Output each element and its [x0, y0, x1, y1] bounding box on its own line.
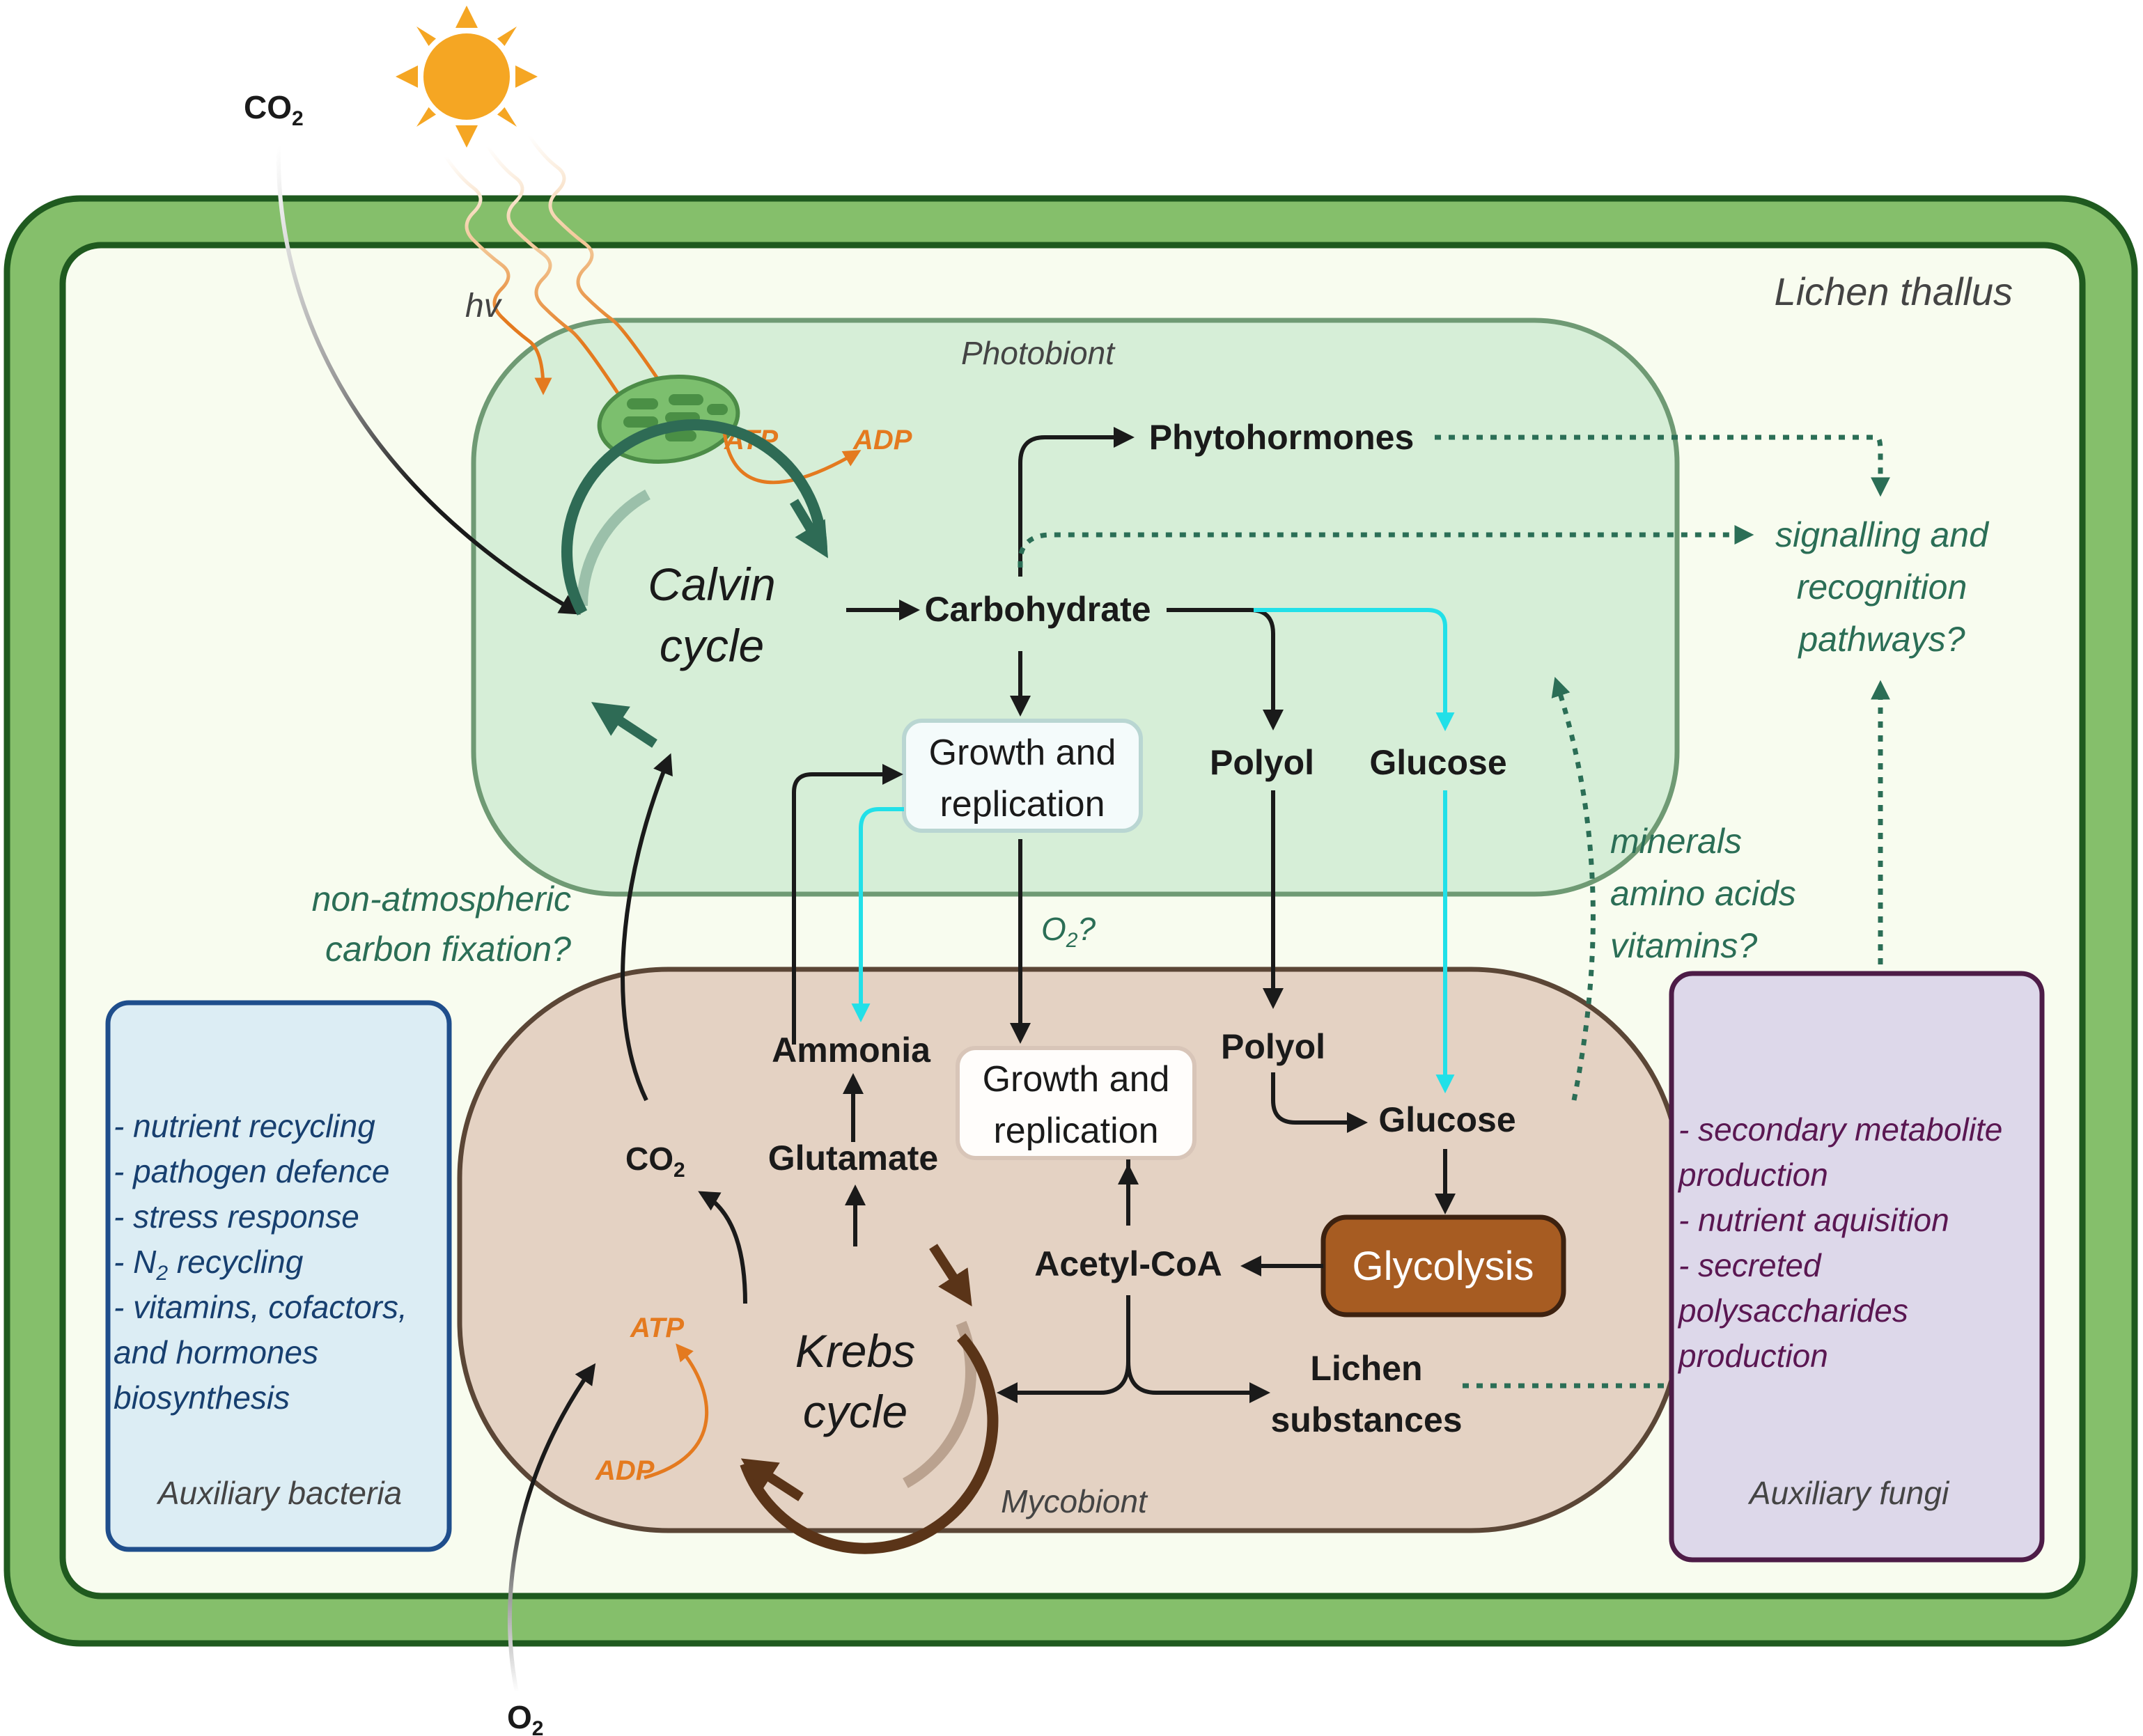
o2-external: O2 — [507, 1699, 543, 1736]
calvin-cycle: Calvin cycle — [561, 419, 828, 748]
hv-label: hv — [465, 288, 503, 324]
o2-question: O2? — [1041, 911, 1096, 952]
bacteria-line7: biosynthesis — [114, 1379, 290, 1416]
myco-glucose: Glucose — [1378, 1100, 1515, 1139]
sun-icon — [396, 6, 538, 148]
glutamate: Glutamate — [768, 1139, 939, 1178]
cyan-flow-arrows — [851, 608, 1455, 1094]
fungi-line4: - secreted — [1678, 1247, 1822, 1283]
non-atm-2: carbon fixation? — [325, 930, 571, 969]
fungi-line1: - secondary metabolite — [1678, 1111, 2002, 1148]
bacteria-line4: - N2 recycling — [114, 1244, 304, 1285]
myco-atp: ATP — [630, 1313, 684, 1343]
light-rays — [444, 134, 689, 433]
photobiont-cell — [471, 318, 1680, 897]
photo-adp: ADP — [852, 425, 912, 455]
krebs-label-1: Krebs — [795, 1325, 915, 1377]
mycobiont-label: Mycobiont — [1001, 1483, 1148, 1519]
fungi-line5: polysaccharides — [1677, 1292, 1908, 1329]
fungi-line6: production — [1677, 1338, 1828, 1374]
minerals-2: amino acids — [1610, 874, 1796, 913]
photo-growth-2: replication — [940, 784, 1105, 824]
glycolysis-label: Glycolysis — [1352, 1244, 1534, 1289]
myco-atp-adp-arrow — [644, 1343, 709, 1480]
calvin-label-1: Calvin — [648, 558, 775, 610]
non-atm-1: non-atmospheric — [312, 879, 571, 918]
photo-flow-arrows — [792, 427, 1284, 1045]
bacteria-box — [105, 1000, 452, 1552]
ammonia: Ammonia — [772, 1031, 931, 1070]
o2-in-arrow — [507, 1363, 596, 1693]
fungi-title: Auxiliary fungi — [1747, 1475, 1950, 1511]
photo-polyol: Polyol — [1210, 743, 1314, 782]
fungi-box — [1669, 971, 2045, 1563]
signalling-2: recognition — [1797, 568, 1967, 607]
myco-growth-box — [956, 1046, 1197, 1160]
lichen-subst-2: substances — [1270, 1400, 1462, 1439]
carbohydrate: Carbohydrate — [924, 590, 1151, 629]
photo-growth-1: Growth and — [929, 733, 1116, 773]
bacteria-line3: - stress response — [114, 1198, 359, 1235]
myco-adp: ADP — [595, 1455, 655, 1486]
photo-growth-box — [902, 719, 1143, 833]
myco-flow-arrows — [621, 753, 1456, 1403]
minerals-1: minerals — [1610, 822, 1742, 861]
krebs-label-2: cycle — [803, 1386, 907, 1437]
minerals-3: vitamins? — [1610, 926, 1757, 965]
bacteria-line5: - vitamins, cofactors, — [114, 1289, 407, 1325]
photo-glucose: Glucose — [1369, 743, 1506, 782]
lichen-subst-1: Lichen — [1310, 1349, 1422, 1388]
dotted-annotation-arrows — [1018, 435, 1890, 1389]
fungi-line2: production — [1677, 1157, 1828, 1193]
calvin-label-2: cycle — [660, 620, 764, 671]
photobiont-label: Photobiont — [961, 335, 1116, 371]
signalling-1: signalling and — [1775, 515, 1990, 554]
acetyl-coa: Acetyl-CoA — [1034, 1244, 1222, 1283]
bacteria-title: Auxiliary bacteria — [156, 1475, 402, 1511]
bacteria-line2: - pathogen defence — [114, 1153, 389, 1189]
co2-in-arrow — [276, 146, 581, 615]
fungi-text: - secondary metabolite production - nutr… — [1677, 1111, 2002, 1374]
myco-co2: CO2 — [625, 1141, 685, 1182]
photo-atp-adp-arrow — [722, 431, 862, 485]
thallus-label: Lichen thallus — [1775, 269, 2013, 313]
phytohormones: Phytohormones — [1149, 418, 1415, 457]
krebs-cycle: Krebs cycle — [740, 1244, 999, 1554]
signalling-3: pathways? — [1797, 620, 1965, 659]
co2-atmospheric: CO2 — [244, 89, 304, 130]
fungi-line3: - nutrient aquisition — [1678, 1202, 1949, 1238]
bacteria-line6: and hormones — [114, 1334, 318, 1370]
bacteria-text: - nutrient recycling - pathogen defence … — [114, 1108, 407, 1416]
myco-growth-1: Growth and — [983, 1059, 1170, 1100]
myco-growth-2: replication — [993, 1111, 1158, 1151]
bacteria-line1: - nutrient recycling — [114, 1108, 375, 1144]
myco-polyol: Polyol — [1221, 1027, 1325, 1066]
